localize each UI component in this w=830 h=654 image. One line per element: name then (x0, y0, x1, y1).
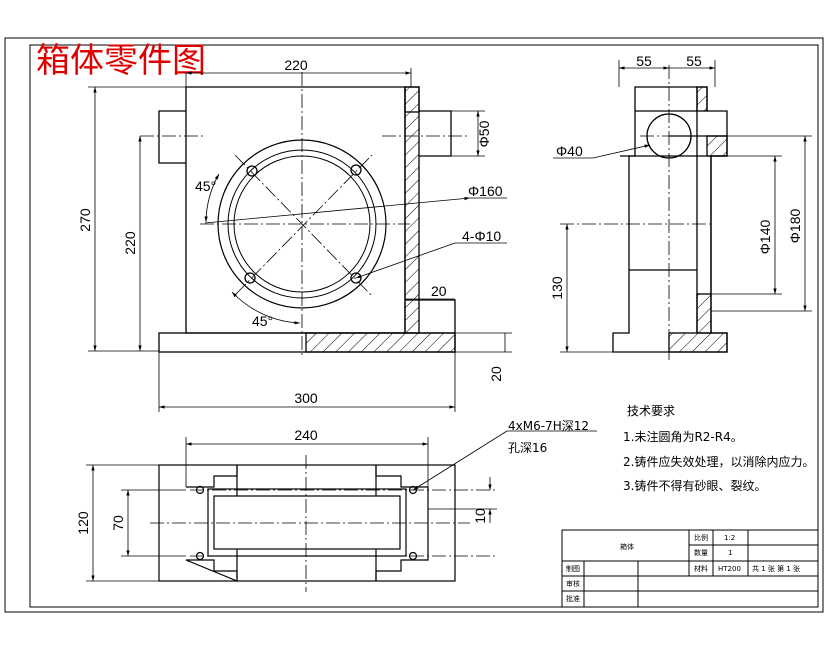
dim-45-bottom: 45° (252, 313, 273, 329)
front-centerlines (140, 72, 470, 356)
dim-55-right: 55 (686, 53, 702, 69)
dim-phi50: Φ50 (476, 120, 492, 147)
tech-requirements: 技术要求 1.未注圆角为R2-R4。 2.铸件应失效处理，以消除内应力。 3.铸… (623, 404, 814, 493)
bolt-hole (350, 272, 362, 284)
tech-item: 1.未注圆角为R2-R4。 (623, 429, 743, 444)
tb-approved: 批准 (566, 594, 580, 603)
top-dimensions (86, 430, 597, 582)
dim-55-left: 55 (636, 53, 652, 69)
tech-heading: 技术要求 (627, 404, 675, 418)
front-right-wall (404, 86, 420, 334)
front-dimensions (88, 68, 512, 412)
top-centerlines (150, 455, 495, 592)
front-base-step (405, 299, 456, 333)
front-base-section (305, 332, 456, 353)
dim-220-top: 220 (284, 57, 308, 73)
dim-45-top: 45° (195, 178, 216, 194)
tb-qty-value: 1 (728, 549, 732, 557)
side-lower-section (696, 293, 712, 334)
dim-thread: 4xM6-7H深12 (508, 419, 589, 433)
dim-holes: 4-Φ10 (462, 228, 501, 244)
side-upper-section (706, 135, 728, 157)
tb-material-value: HT200 (718, 565, 741, 573)
tb-part-name: 箱体 (620, 542, 634, 551)
dim-70: 70 (110, 515, 126, 531)
front-view (158, 86, 456, 353)
top-inner-cavity-2 (213, 495, 401, 550)
side-centerlines (560, 65, 710, 360)
tb-scale-label: 比例 (694, 533, 708, 542)
drawing-title: 箱体零件图 (36, 41, 206, 81)
tech-item: 3.铸件不得有砂眼、裂纹。 (623, 478, 766, 493)
dim-20-wall: 20 (431, 283, 447, 299)
tb-checked: 审核 (566, 579, 580, 588)
dim-120: 120 (75, 511, 91, 535)
side-view (612, 86, 728, 353)
dim-240: 240 (294, 427, 318, 443)
title-block (561, 529, 819, 608)
dim-10: 10 (472, 508, 488, 524)
bolt-hole (350, 164, 362, 176)
side-top-section (696, 86, 708, 112)
dim-130: 130 (549, 276, 565, 300)
front-left-boss (158, 110, 186, 164)
front-right-boss (419, 110, 452, 157)
dim-270: 270 (77, 208, 93, 232)
tb-qty-label: 数量 (694, 548, 708, 557)
dim-300: 300 (294, 390, 318, 406)
tb-material-label: 材料 (694, 564, 708, 573)
dim-220-left: 220 (122, 231, 138, 255)
dim-phi40: Φ40 (556, 143, 583, 159)
dim-phi140: Φ140 (757, 220, 773, 255)
side-base-section (668, 332, 728, 353)
dim-hole-depth: 孔深16 (508, 441, 547, 455)
tb-scale-value: 1:2 (724, 534, 735, 542)
tech-item: 2.铸件应失效处理，以消除内应力。 (623, 454, 814, 469)
top-inner-cavity (207, 488, 407, 557)
outer-border (4, 37, 824, 613)
dim-20-base: 20 (488, 366, 504, 382)
tb-drawn: 制图 (566, 564, 580, 573)
bolt-hole (244, 272, 256, 284)
dim-phi160: Φ160 (468, 183, 503, 199)
tb-sheets: 共 1 张 第 1 张 (752, 564, 800, 573)
front-wall-inner (404, 86, 420, 113)
dim-phi180: Φ180 (787, 209, 803, 244)
bolt-hole (246, 165, 258, 177)
side-dimensions (553, 60, 812, 353)
inner-border (29, 44, 819, 608)
